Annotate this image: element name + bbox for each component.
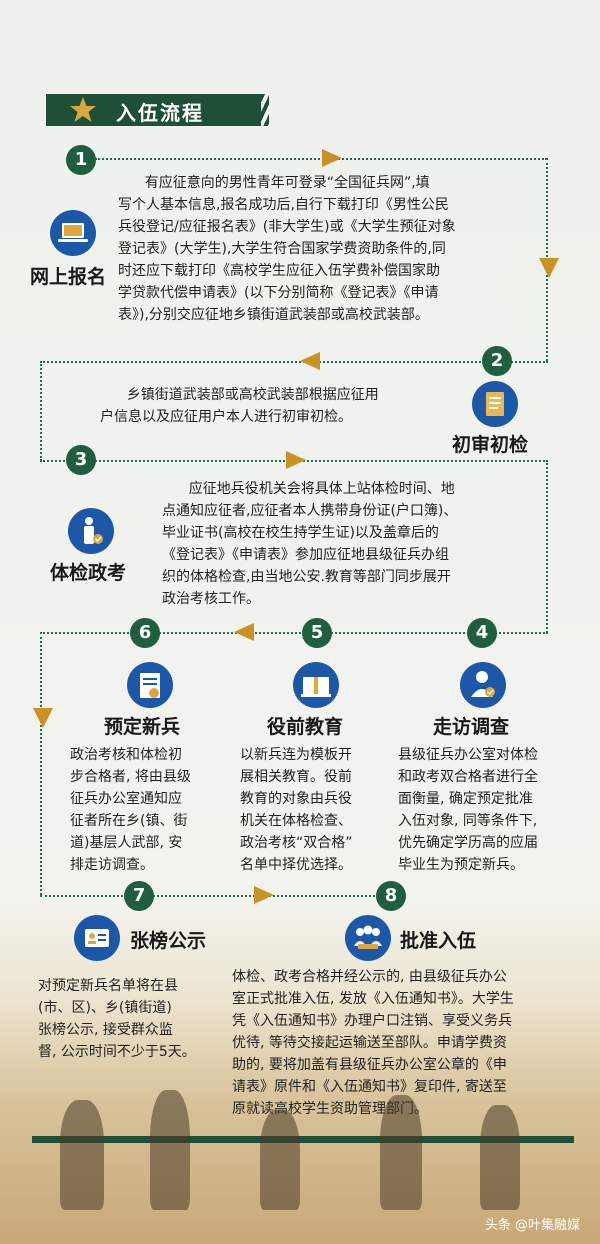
medical-person-icon: [68, 508, 114, 554]
star-icon: [70, 97, 96, 122]
step-number-7: 7: [124, 881, 154, 911]
arrow-right-icon: [322, 149, 342, 167]
flow-line: [40, 361, 42, 461]
flow-line: [40, 632, 42, 895]
step-text-4: 县级征兵办公室对体检 和政考双合格者进行全 面衡量, 确定预定批准 入伍对象, …: [398, 747, 538, 873]
step-label-5: 役前教育: [267, 716, 344, 738]
watermark: 头条 @叶集融媒: [484, 1218, 580, 1233]
certificate-icon: [127, 662, 173, 708]
step-text-7: 对预定新兵名单将在县 (市、区)、乡(镇街道) 张榜公示, 接受群众监 督, 公…: [38, 978, 196, 1060]
step-text-6: 政治考核和体检初 步合格者, 将由县级 征兵办公室通知应 征者所在乡(镇、街 道…: [70, 747, 191, 873]
interview-person-icon: [460, 662, 506, 708]
step-number-1: 1: [66, 145, 96, 175]
arrow-down-icon: [539, 258, 559, 278]
document-icon: [472, 381, 518, 427]
step-label-1: 网上报名: [30, 266, 107, 288]
step-number-6: 6: [130, 618, 160, 648]
group-icon: [345, 915, 391, 961]
step-label-3: 体检政考: [50, 562, 127, 584]
arrow-right-icon: [286, 451, 306, 469]
step-label-2: 初审初检: [452, 434, 529, 456]
book-icon: [293, 662, 339, 708]
flow-line: [40, 361, 548, 363]
step-text-2: 乡镇街道武装部或高校武装部根据应征用 户信息以及应征用户本人进行初审初检。: [100, 387, 379, 425]
laptop-icon: [50, 210, 96, 256]
soldier-silhouette: [150, 1090, 190, 1210]
step-number-8: 8: [376, 881, 406, 911]
step-text-8: 体检、政考合格并经公示的, 由县级征兵办公 室正式批准入伍, 发放《入伍通知书》…: [232, 969, 514, 1117]
soldier-silhouette: [380, 1095, 422, 1210]
step-label-4: 走访调查: [433, 716, 510, 738]
arrow-left-icon: [300, 352, 320, 370]
id-card-icon: [74, 915, 120, 961]
step-label-8: 批准入伍: [400, 930, 477, 952]
flow-line: [40, 895, 395, 897]
step-label-7: 张榜公示: [130, 930, 207, 952]
step-text-5: 以新兵连为模板开 展相关教育。役前 教育的对象由兵役 机关在体格检查、 政治考核…: [240, 747, 353, 873]
banner-stripes: [243, 94, 269, 126]
step-text-3: 应征地兵役机关会将具体上站体检时间、地 点通知应征者,应征者本人携带身份证(户口…: [162, 481, 458, 607]
step-text-1: 有应征意向的男性青年可登录“全国征兵网”,填 写个人基本信息,报名成功后,自行下…: [118, 175, 456, 323]
bottom-bar: [32, 1136, 574, 1143]
soldier-silhouette: [60, 1100, 104, 1210]
step-number-3: 3: [66, 445, 96, 475]
step-number-2: 2: [482, 346, 512, 376]
soldier-silhouette: [260, 1110, 300, 1210]
step-number-5: 5: [302, 618, 332, 648]
arrow-left-icon: [234, 623, 254, 641]
soldier-silhouette: [480, 1105, 520, 1210]
step-label-6: 预定新兵: [104, 716, 181, 738]
flow-line: [95, 158, 547, 160]
flow-line: [40, 632, 548, 634]
arrow-right-icon: [254, 886, 274, 904]
arrow-down-icon: [33, 708, 53, 728]
step-number-4: 4: [467, 618, 497, 648]
flow-line: [546, 460, 548, 633]
page-title: 入伍流程: [116, 101, 204, 125]
